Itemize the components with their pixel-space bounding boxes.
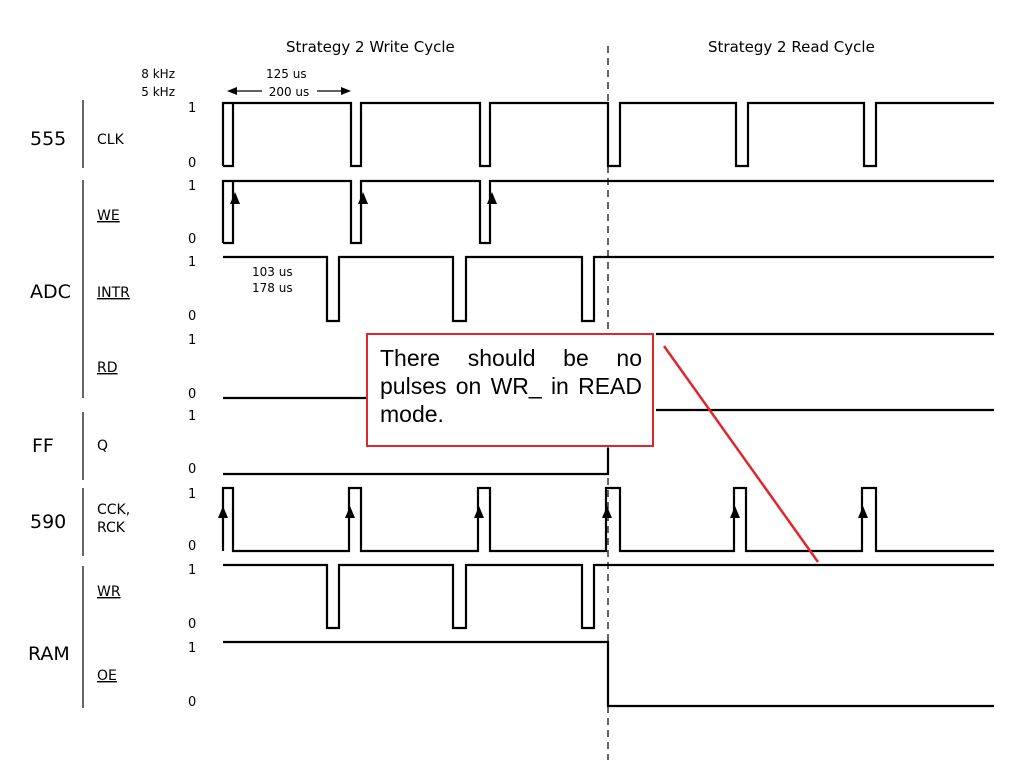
level-labels-wr: 1 0 <box>188 563 196 632</box>
svg-text:0: 0 <box>188 617 196 632</box>
svg-text:1: 1 <box>188 255 196 270</box>
level-labels-intr: 1 0 <box>188 255 196 324</box>
svg-text:1: 1 <box>188 101 196 116</box>
svg-text:1: 1 <box>188 487 196 502</box>
callout-note: There should be no pulses on WR_ in READ… <box>366 333 654 447</box>
level-labels-oe: 1 0 <box>188 641 196 710</box>
svg-text:1: 1 <box>188 563 196 578</box>
svg-text:0: 0 <box>188 232 196 247</box>
group-label-ram: RAM <box>28 643 70 665</box>
signal-label-rd: RD <box>97 360 118 376</box>
signal-label-cck: CCK, <box>97 502 130 518</box>
signal-label-we: WE <box>97 208 120 224</box>
svg-text:0: 0 <box>188 462 196 477</box>
level-labels-rd: 1 0 <box>188 333 196 402</box>
waveform-intr <box>223 255 994 323</box>
level-labels-we: 1 0 <box>188 179 196 247</box>
period-short-label: 125 us <box>266 67 307 81</box>
group-label-555: 555 <box>30 128 66 150</box>
waveform-clk <box>221 101 994 168</box>
signal-label-rck: RCK <box>97 520 126 536</box>
group-label-ff: FF <box>32 435 54 457</box>
level-labels-q: 1 0 <box>188 409 196 477</box>
we-rising-edge-arrows <box>230 192 497 204</box>
group-label-590: 590 <box>30 511 66 533</box>
cck-rising-edge-arrows <box>218 506 868 518</box>
freq-low-label: 5 kHz <box>141 85 175 99</box>
write-cycle-header: Strategy 2 Write Cycle <box>286 38 455 56</box>
svg-text:1: 1 <box>188 641 196 656</box>
signal-label-wr: WR <box>97 584 121 600</box>
intr-delay-long-label: 178 us <box>252 281 293 295</box>
level-labels-cck: 1 0 <box>188 487 196 554</box>
waveform-cck-rck <box>221 486 994 553</box>
signal-label-clk: CLK <box>97 132 125 148</box>
signal-label-intr: INTR <box>97 285 130 301</box>
svg-text:0: 0 <box>188 309 196 324</box>
svg-text:0: 0 <box>188 387 196 402</box>
period-long-label: 200 us <box>269 85 310 99</box>
svg-text:1: 1 <box>188 333 196 348</box>
svg-text:0: 0 <box>188 695 196 710</box>
signal-label-oe: OE <box>97 668 117 684</box>
waveform-wr <box>223 563 994 630</box>
read-cycle-header: Strategy 2 Read Cycle <box>708 38 875 56</box>
waveform-rd <box>223 332 994 400</box>
freq-high-label: 8 kHz <box>141 67 175 81</box>
svg-text:0: 0 <box>188 156 196 171</box>
svg-text:1: 1 <box>188 409 196 424</box>
svg-text:1: 1 <box>188 179 196 194</box>
intr-delay-short-label: 103 us <box>252 265 293 279</box>
signal-label-q: Q <box>97 438 108 454</box>
group-label-adc: ADC <box>30 281 71 303</box>
waveform-we <box>221 179 994 245</box>
svg-text:0: 0 <box>188 539 196 554</box>
callout-text: There should be no pulses on WR_ in READ… <box>380 345 642 427</box>
callout-pointer-line <box>662 345 820 563</box>
level-labels-clk: 1 0 <box>188 101 196 171</box>
period-dimension-arrow <box>227 87 351 95</box>
